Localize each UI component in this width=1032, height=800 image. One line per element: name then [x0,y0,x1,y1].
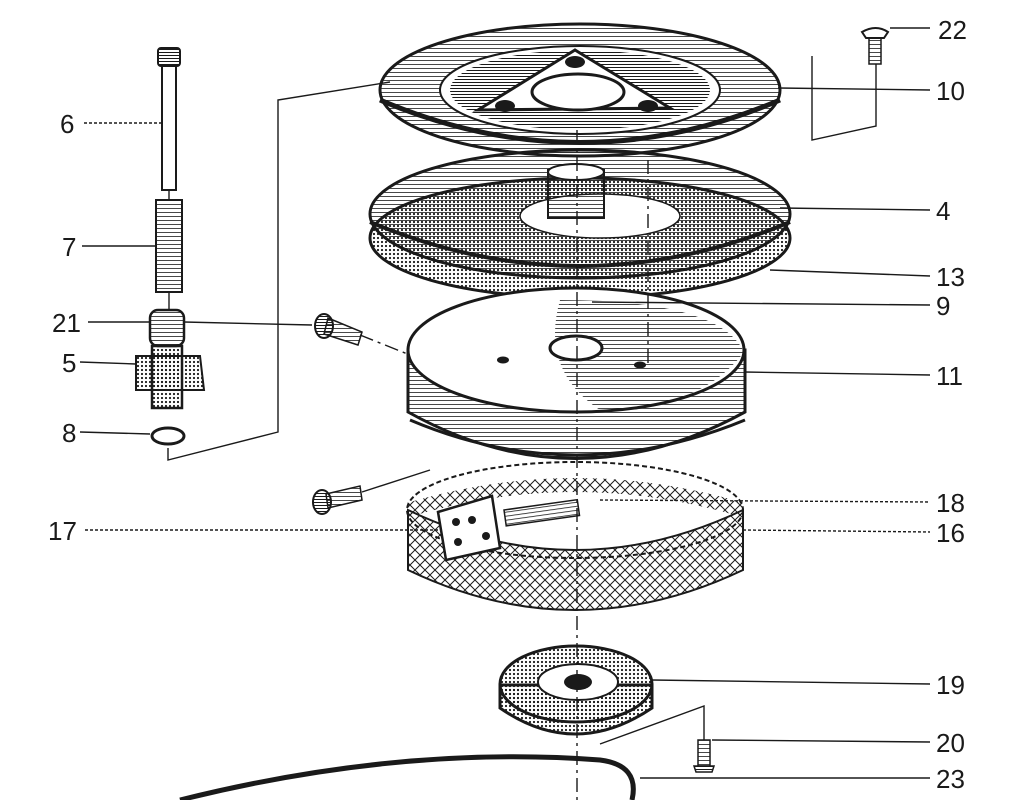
spring-part-7 [155,199,183,293]
belt-part-23 [179,754,636,800]
band-part-16 [405,461,745,611]
callout-11: 11 [936,361,963,391]
block-part-5 [135,344,206,410]
gear-disc-part-4 [368,148,792,300]
callout-17: 17 [48,516,77,546]
callout-19: 19 [936,670,965,700]
callout-18: 18 [936,488,965,518]
callout-5: 5 [62,348,76,378]
callout-16: 16 [936,518,965,548]
callout-7: 7 [62,232,76,262]
oring-part-8 [150,426,186,446]
callout-8: 8 [62,418,76,448]
callout-6: 6 [60,109,74,139]
bolt-part-6 [157,47,181,191]
callout-22: 22 [938,15,967,45]
screw-upper-left [314,313,363,346]
pulley-part-19 [498,644,654,736]
bracket-part-17 [436,494,581,562]
screw-part-22 [860,27,890,65]
screw-part-20 [692,739,716,773]
callout-13: 13 [936,262,965,292]
callout-4: 4 [936,196,950,226]
screw-lower-left [312,485,363,515]
callout-21: 21 [52,308,81,338]
callout-9: 9 [936,291,950,321]
top-disc-part-10 [378,22,782,158]
sleeve-part-21 [148,308,186,348]
callout-10: 10 [936,76,965,106]
callout-20: 20 [936,728,965,758]
callout-23: 23 [936,764,965,794]
